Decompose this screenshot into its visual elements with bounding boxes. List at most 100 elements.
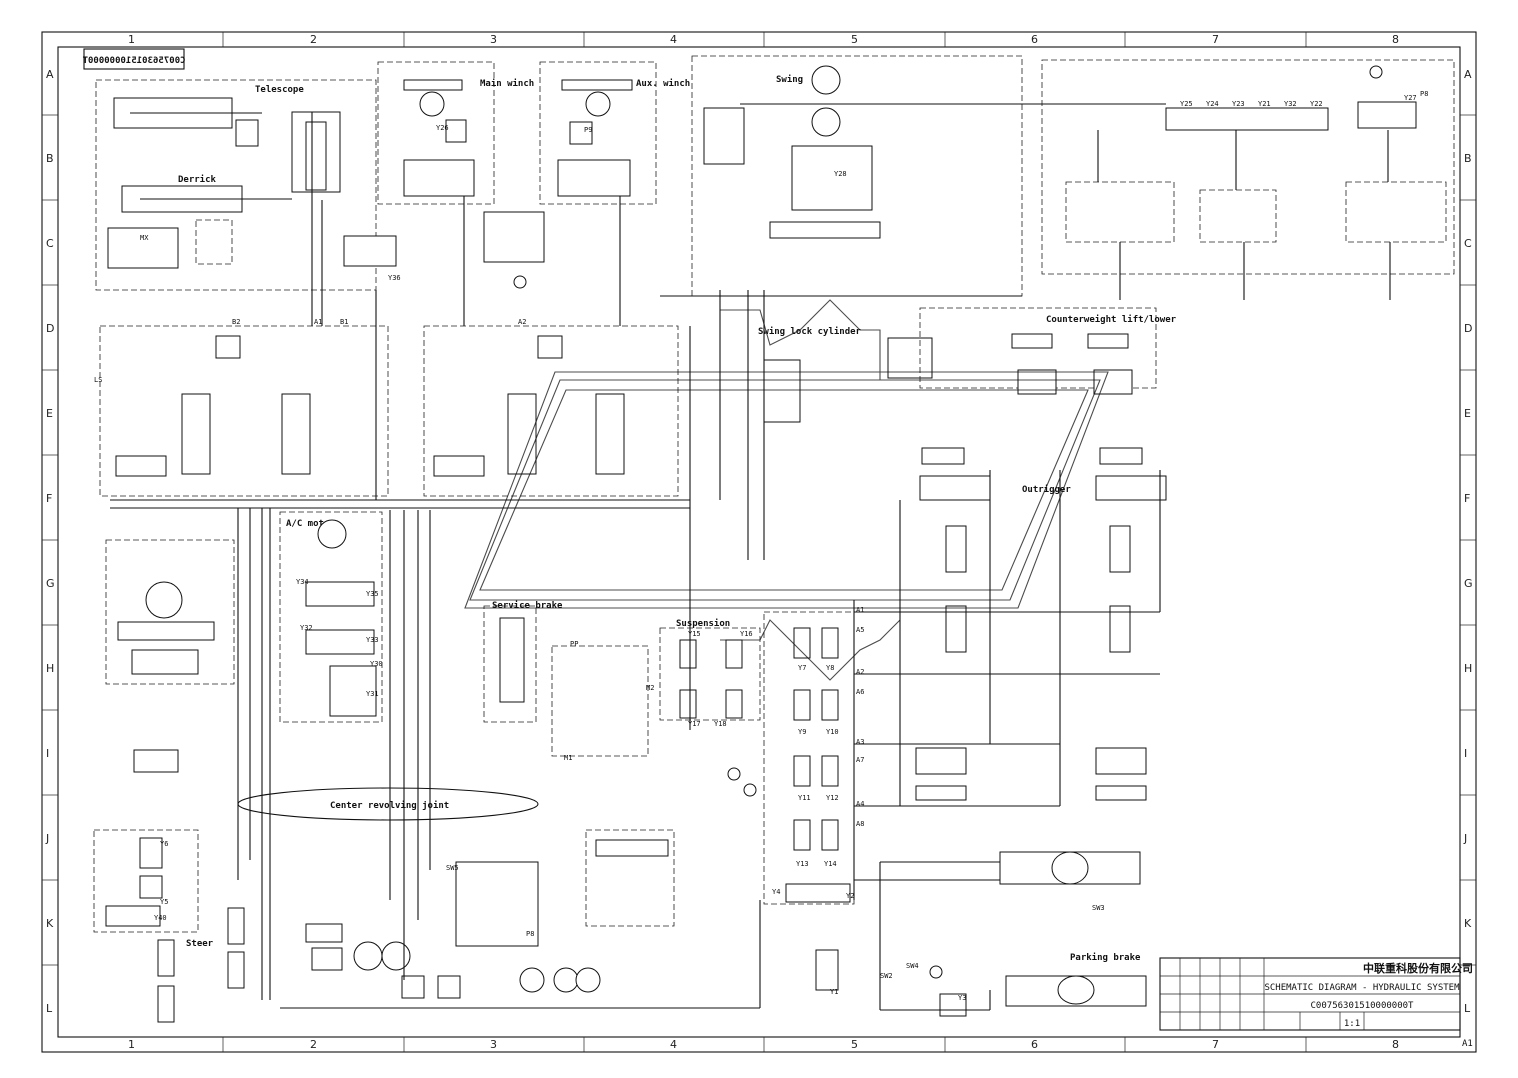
col-label-top-6: 6 — [1031, 33, 1038, 46]
solenoid-valve-bank — [1165, 107, 1329, 131]
outrigger-valve-bank: A1 A5 A2 A6 A3 A7 A4 A8 Y7 Y8 Y9 Y10 Y11… — [763, 606, 864, 996]
main-winch-label: Main winch — [480, 78, 534, 89]
outrigger-jack-rear-left — [915, 785, 967, 801]
y25-label: Y25 — [1180, 100, 1193, 108]
y28-label: Y28 — [834, 170, 847, 178]
outrigger-cylinder-3 — [945, 605, 967, 653]
y21-label: Y21 — [1258, 100, 1271, 108]
grid-rows: A B C D E F G H I J K L A B C D E F G H … — [42, 68, 1476, 1015]
p8-pump-label: P8 — [526, 930, 534, 938]
telescope-derrick-group: Telescope Derrick MX Y36 — [95, 79, 401, 291]
y7-label: Y7 — [798, 664, 806, 672]
main-winch-group: Main winch Y26 — [377, 61, 534, 205]
outrigger-beam-front-right — [1095, 475, 1167, 501]
swing-lock-cylinder-label: Swing lock cylinder — [758, 326, 862, 337]
outrigger-label: Outrigger — [1022, 484, 1071, 495]
y9-valve — [793, 689, 811, 721]
pp-label: PP — [570, 640, 578, 648]
y10-label: Y10 — [826, 728, 839, 736]
row-label-left-d: D — [46, 322, 54, 335]
y4-label: Y4 — [772, 888, 780, 896]
derrick-mx-label: MX — [140, 234, 149, 242]
pilot-valve-group: Y25 Y24 Y23 Y21 Y32 Y22 Y27 P8 — [1041, 59, 1455, 275]
outrigger-cylinder-1 — [945, 525, 967, 573]
p9-label: P9 — [584, 126, 592, 134]
y32b-label: Y32 — [300, 624, 313, 632]
row-label-right-k: K — [1464, 917, 1472, 930]
drawing-number-stamp: C00756301510000000T — [82, 48, 185, 70]
y18-valve — [725, 689, 743, 719]
title-block-drawing-number: C00756301510000000T — [1311, 1001, 1415, 1011]
col-label-bottom-3: 3 — [490, 1038, 497, 1051]
y31-label: Y31 — [366, 690, 379, 698]
right-unload-valve — [433, 455, 485, 477]
suspension-label: Suspension — [676, 618, 730, 629]
y15-label: Y15 — [688, 630, 701, 638]
title-block-scale: 1:1 — [1344, 1019, 1360, 1029]
aux-winch-label: Aux. winch — [636, 78, 690, 89]
y2-label: Y2 — [846, 892, 854, 900]
a5-port-label: A5 — [856, 626, 864, 634]
row-label-right-e: E — [1464, 407, 1471, 420]
col-label-bottom-8: 8 — [1392, 1038, 1399, 1051]
y33-label: Y33 — [366, 636, 379, 644]
y24-label: Y24 — [1206, 100, 1219, 108]
main-winch-motor — [419, 91, 445, 117]
y26-label: Y26 — [436, 124, 449, 132]
oil-filter-1 — [401, 975, 425, 999]
y40-valve — [105, 905, 161, 927]
steer-cylinder-2 — [227, 951, 245, 989]
m2-label: M2 — [646, 684, 654, 692]
p8-label: P8 — [1420, 90, 1428, 98]
a8-port-label: A8 — [856, 820, 864, 828]
y30-y31-valve — [329, 665, 377, 717]
row-label-right-a: A — [1464, 68, 1472, 81]
left-unload-valve — [115, 455, 167, 477]
swing-brake-block — [791, 145, 873, 211]
axle-front-group: SW3 — [999, 851, 1141, 912]
main-winch-brake — [445, 119, 467, 143]
y5-label: Y5 — [160, 898, 168, 906]
y17-valve — [679, 689, 697, 719]
brake-accumulator-2 — [743, 783, 757, 797]
row-label-left-i: I — [46, 747, 49, 760]
outrigger-beam-front-left — [919, 475, 991, 501]
service-brake-group: Service brake PP M2 M1 — [483, 600, 757, 797]
row-label-left-e: E — [46, 407, 53, 420]
swing-directional-valve — [769, 221, 881, 239]
row-label-right-b: B — [1464, 152, 1472, 165]
y1-valve — [815, 949, 839, 991]
col-label-top-8: 8 — [1392, 33, 1399, 46]
center-revolving-joint-group: Center revolving joint — [237, 787, 539, 821]
steering-unit-motor — [145, 581, 183, 619]
row-label-right-l: L — [1464, 1002, 1471, 1015]
row-label-right-c: C — [1464, 237, 1472, 250]
y11-valve — [793, 755, 811, 787]
main-winch-balance-valve — [403, 159, 475, 197]
y1-label: Y1 — [830, 988, 838, 996]
swing-lock-cylinder — [763, 359, 801, 423]
main-control-valve-right: A2 — [423, 318, 679, 497]
aux-winch-brake — [569, 121, 593, 145]
y34-y35-valve — [305, 581, 375, 607]
winch-gauge — [513, 275, 527, 289]
parking-accumulator — [929, 965, 943, 979]
telescope-valve — [235, 119, 259, 147]
counterweight-cylinder-left — [1011, 333, 1053, 349]
y30-label: Y30 — [370, 660, 383, 668]
swing-group: Swing Y28 — [691, 55, 1023, 297]
steer-group: Steer Y6 Y5 Y40 — [93, 829, 245, 1023]
y23-label: Y23 — [1232, 100, 1245, 108]
main-pump-1 — [353, 941, 383, 971]
derrick-label: Derrick — [178, 174, 217, 185]
y11-label: Y11 — [798, 794, 811, 802]
y15-valve — [679, 639, 697, 669]
steering-control-valve — [117, 621, 215, 641]
y32-label: Y32 — [1284, 100, 1297, 108]
row-label-left-k: K — [46, 917, 54, 930]
y4-y2-valve — [785, 883, 851, 903]
title-block-drawing-title: SCHEMATIC DIAGRAM - HYDRAULIC SYSTEM — [1264, 983, 1460, 993]
sw5-label: SW5 — [446, 864, 459, 872]
col-label-bottom-4: 4 — [670, 1038, 677, 1051]
